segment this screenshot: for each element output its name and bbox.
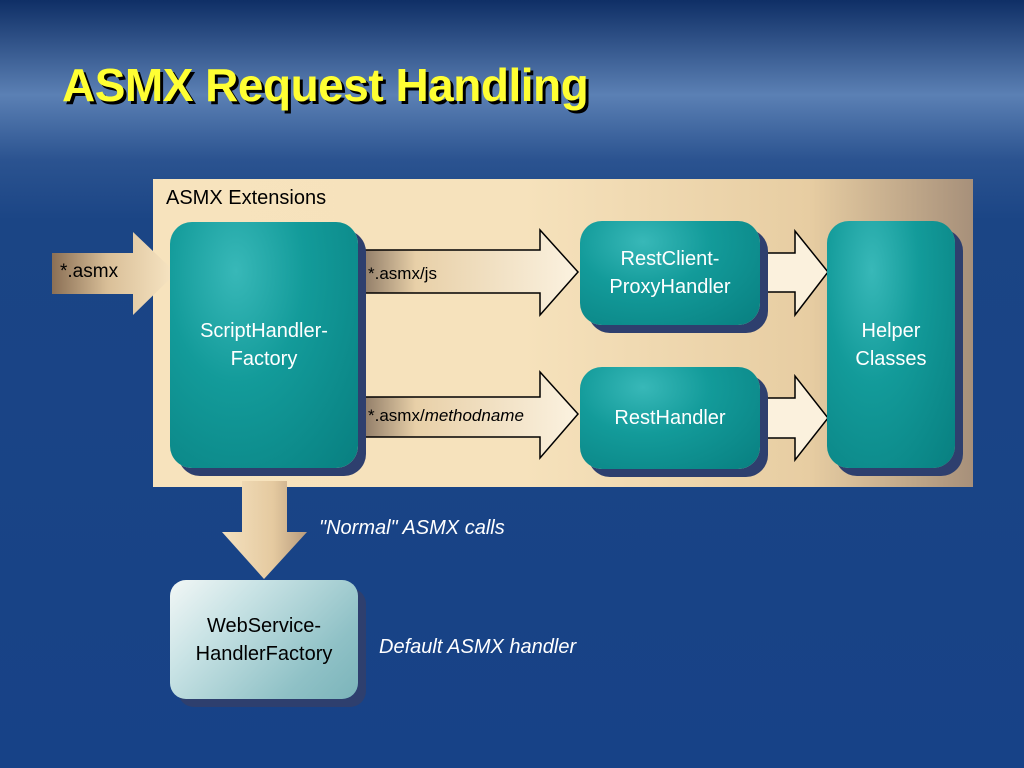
entry-label: *.asmx [60, 261, 119, 282]
rest-client-proxy-line2: ProxyHandler [609, 276, 731, 298]
webservice-factory-line1: WebService- [206, 614, 322, 637]
normal-calls-note: "Normal" ASMX calls [319, 517, 505, 539]
webservice-factory-line2: HandlerFactory [195, 642, 333, 665]
script-handler-factory-box: ScriptHandler- Factory [170, 222, 358, 468]
entry-arrow [52, 232, 176, 315]
rest-client-proxy-handler-box: RestClient- ProxyHandler [580, 221, 760, 325]
rest-handler-box: RestHandler [580, 367, 760, 469]
helper-arrow-top [759, 228, 829, 318]
helper-arrow-bottom [759, 373, 829, 463]
route-method-prefix: *.asmx/ [368, 406, 425, 425]
rest-handler-label: RestHandler [614, 407, 726, 429]
script-handler-factory-line1: ScriptHandler- [200, 320, 328, 342]
helper-classes-line1: Helper [861, 319, 921, 342]
default-handler-note: Default ASMX handler [379, 636, 577, 658]
helper-classes-box: Helper Classes [827, 221, 955, 468]
route-method-label: *.asmx/methodname [368, 406, 524, 426]
slide-title: ASMX Request Handling [62, 59, 589, 111]
route-js-label: *.asmx/js [368, 264, 437, 283]
route-method-name: methodname [424, 406, 524, 425]
helper-classes-line2: Classes [855, 347, 927, 370]
down-arrow [222, 481, 307, 579]
rest-client-proxy-line1: RestClient- [620, 248, 720, 270]
script-handler-factory-line2: Factory [230, 348, 298, 370]
route-arrow-js [361, 228, 580, 317]
route-arrow-method [361, 370, 580, 461]
webservice-handler-factory-box: WebService- HandlerFactory [170, 580, 358, 699]
panel-label: ASMX Extensions [166, 187, 327, 209]
